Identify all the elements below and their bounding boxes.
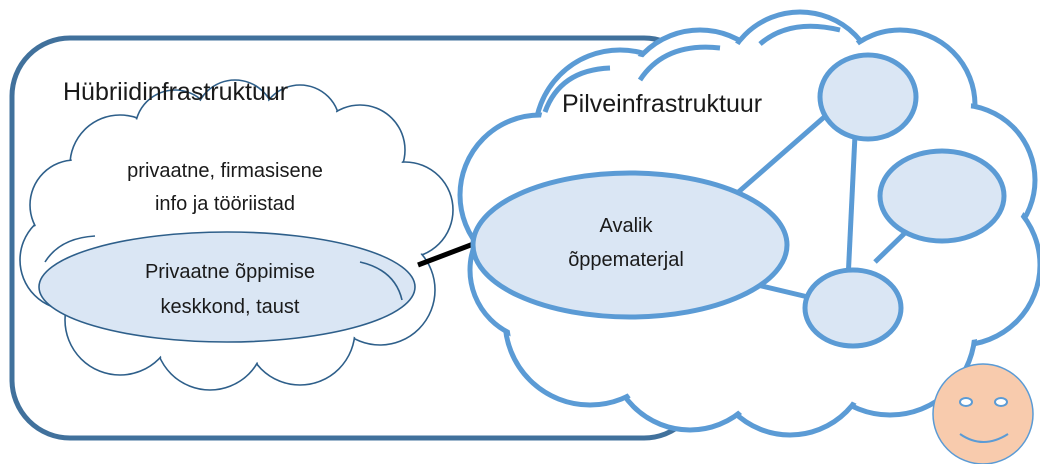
cloud-node-right	[877, 148, 1007, 244]
public-material-label-line2: õppematerjal	[568, 249, 684, 271]
private-environment-label-line2: keskkond, taust	[161, 296, 300, 318]
private-cloud-label-line2: info ja tööriistad	[155, 193, 295, 215]
private-learning-environment-node	[38, 231, 416, 343]
public-learning-material-node	[470, 170, 790, 320]
public-material-label-line1: Avalik	[600, 215, 654, 237]
hybrid-connector-line	[417, 240, 477, 268]
private-cloud-label-line1: privaatne, firmasisene	[127, 160, 323, 182]
cloud-node-bottom	[802, 267, 904, 349]
private-environment-label-line1: Privaatne õppimise	[145, 261, 315, 283]
cloud-infrastructure-title: Pilveinfrastruktuur	[562, 90, 762, 118]
cloud-node-top	[817, 52, 919, 142]
smiley-face-icon	[932, 363, 1034, 464]
hybrid-infrastructure-title: Hübriidinfrastruktuur	[63, 78, 288, 106]
